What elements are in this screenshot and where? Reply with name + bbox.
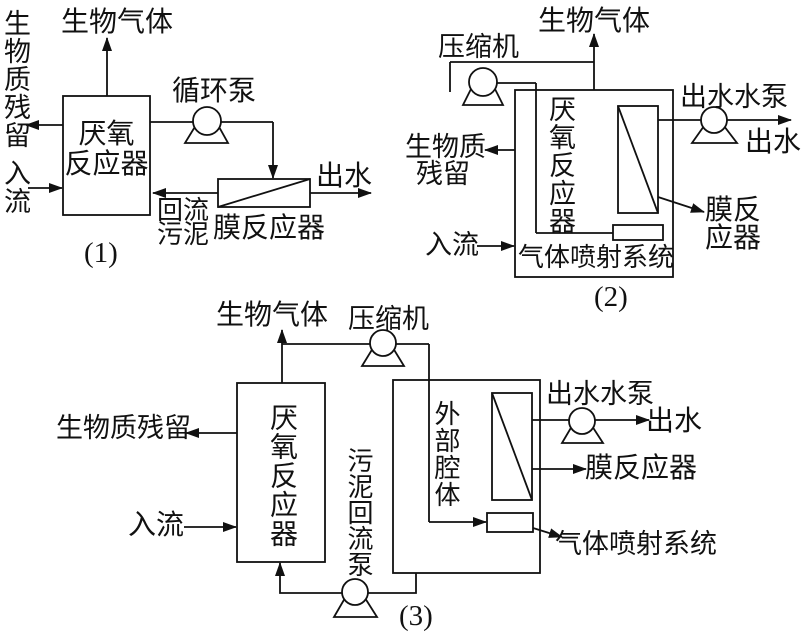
d3-inflow-label: 入流 [128, 510, 185, 541]
d3-caption: (3) [399, 600, 433, 632]
membrane-callout-arrow [657, 196, 705, 213]
sludge-return-pump-icon [332, 578, 379, 618]
membrane-module-icon [217, 178, 311, 208]
compressor-pump-icon [461, 67, 505, 106]
d1-return-sludge-label-line1: 回流 [157, 196, 210, 225]
pump-body [700, 106, 728, 134]
circulation-pump-icon [183, 106, 230, 144]
d2-biomass-residue-label-line1: 生物质 [405, 132, 486, 162]
diffuser-callout-arrow [532, 527, 563, 538]
d2-gas-injection-label: 气体喷射系统 [518, 243, 675, 272]
d2-biogas-label: 生物气体 [538, 6, 651, 37]
membrane-diagonal [491, 392, 533, 501]
external-chamber-box [392, 379, 541, 574]
pump-body [468, 67, 498, 97]
gas-diffuser-box [612, 224, 664, 241]
diagram-1 [25, 37, 372, 216]
pump-body [369, 329, 397, 357]
d1-biogas-label: 生物气体 [61, 7, 174, 38]
d3-sludge-return-pump-label: 污泥回流泵 [344, 447, 373, 577]
d1-return-sludge-label-line2: 污泥 [157, 220, 210, 249]
compressor-pump-icon [360, 329, 406, 367]
d3-external-chamber-label: 外部腔体 [431, 400, 460, 508]
diagram-3 [184, 329, 650, 618]
d2-biomass-residue-label-line2: 残留 [416, 159, 470, 189]
d1-caption: (1) [84, 237, 118, 269]
anaerobic-reactor-box [62, 95, 151, 216]
pump-body [341, 578, 369, 606]
d3-biomass-residue-label: 生物质残留 [56, 413, 191, 443]
gas-diffuser-box [486, 512, 534, 533]
pump-body [192, 106, 222, 136]
d1-reactor-label-line1: 厌氧 [78, 119, 135, 150]
d3-compressor-label: 压缩机 [348, 304, 429, 334]
d2-effluent-pump-label: 出水水泵 [680, 82, 788, 112]
effluent-pump-icon [690, 106, 739, 144]
effluent-pump-icon [560, 407, 605, 444]
diagram-2 [449, 33, 792, 278]
d2-membrane-reactor-label-line1: 膜反 [705, 195, 762, 226]
d1-circulation-pump-label: 循环泵 [172, 76, 257, 107]
d3-anaerobic-reactor-label: 厌氧反应器 [266, 403, 297, 548]
reactor-tank-box [514, 89, 674, 278]
d3-effluent-label: 出水 [646, 406, 703, 437]
d2-effluent-label: 出水 [745, 127, 801, 158]
d3-membrane-reactor-label: 膜反应器 [585, 453, 698, 484]
d1-biomass-residue-label: 生物质残留 [0, 9, 30, 149]
d2-inflow-label: 入流 [425, 230, 479, 260]
d1-inflow-label: 入流 [0, 159, 30, 215]
membrane-module-icon [617, 105, 659, 214]
d3-biogas-label: 生物气体 [216, 300, 329, 331]
membrane-module-icon [491, 392, 533, 501]
d2-compressor-label: 压缩机 [438, 32, 519, 62]
d3-effluent-pump-label: 出水水泵 [546, 379, 654, 409]
d1-reactor-label-line2: 反应器 [64, 149, 149, 180]
d1-effluent-label: 出水 [316, 161, 373, 192]
membrane-diagonal [617, 105, 659, 214]
anaerobic-reactor-box [236, 382, 326, 563]
d2-membrane-reactor-label-line2: 应器 [705, 223, 762, 254]
pump-body [568, 407, 596, 435]
d2-caption: (2) [594, 281, 628, 313]
d3-gas-injection-label: 气体喷射系统 [555, 529, 717, 559]
membrane-diagonal [217, 178, 311, 208]
d1-membrane-reactor-label: 膜反应器 [213, 213, 326, 244]
d2-anaerobic-reactor-label: 厌氧反应器 [545, 95, 575, 235]
